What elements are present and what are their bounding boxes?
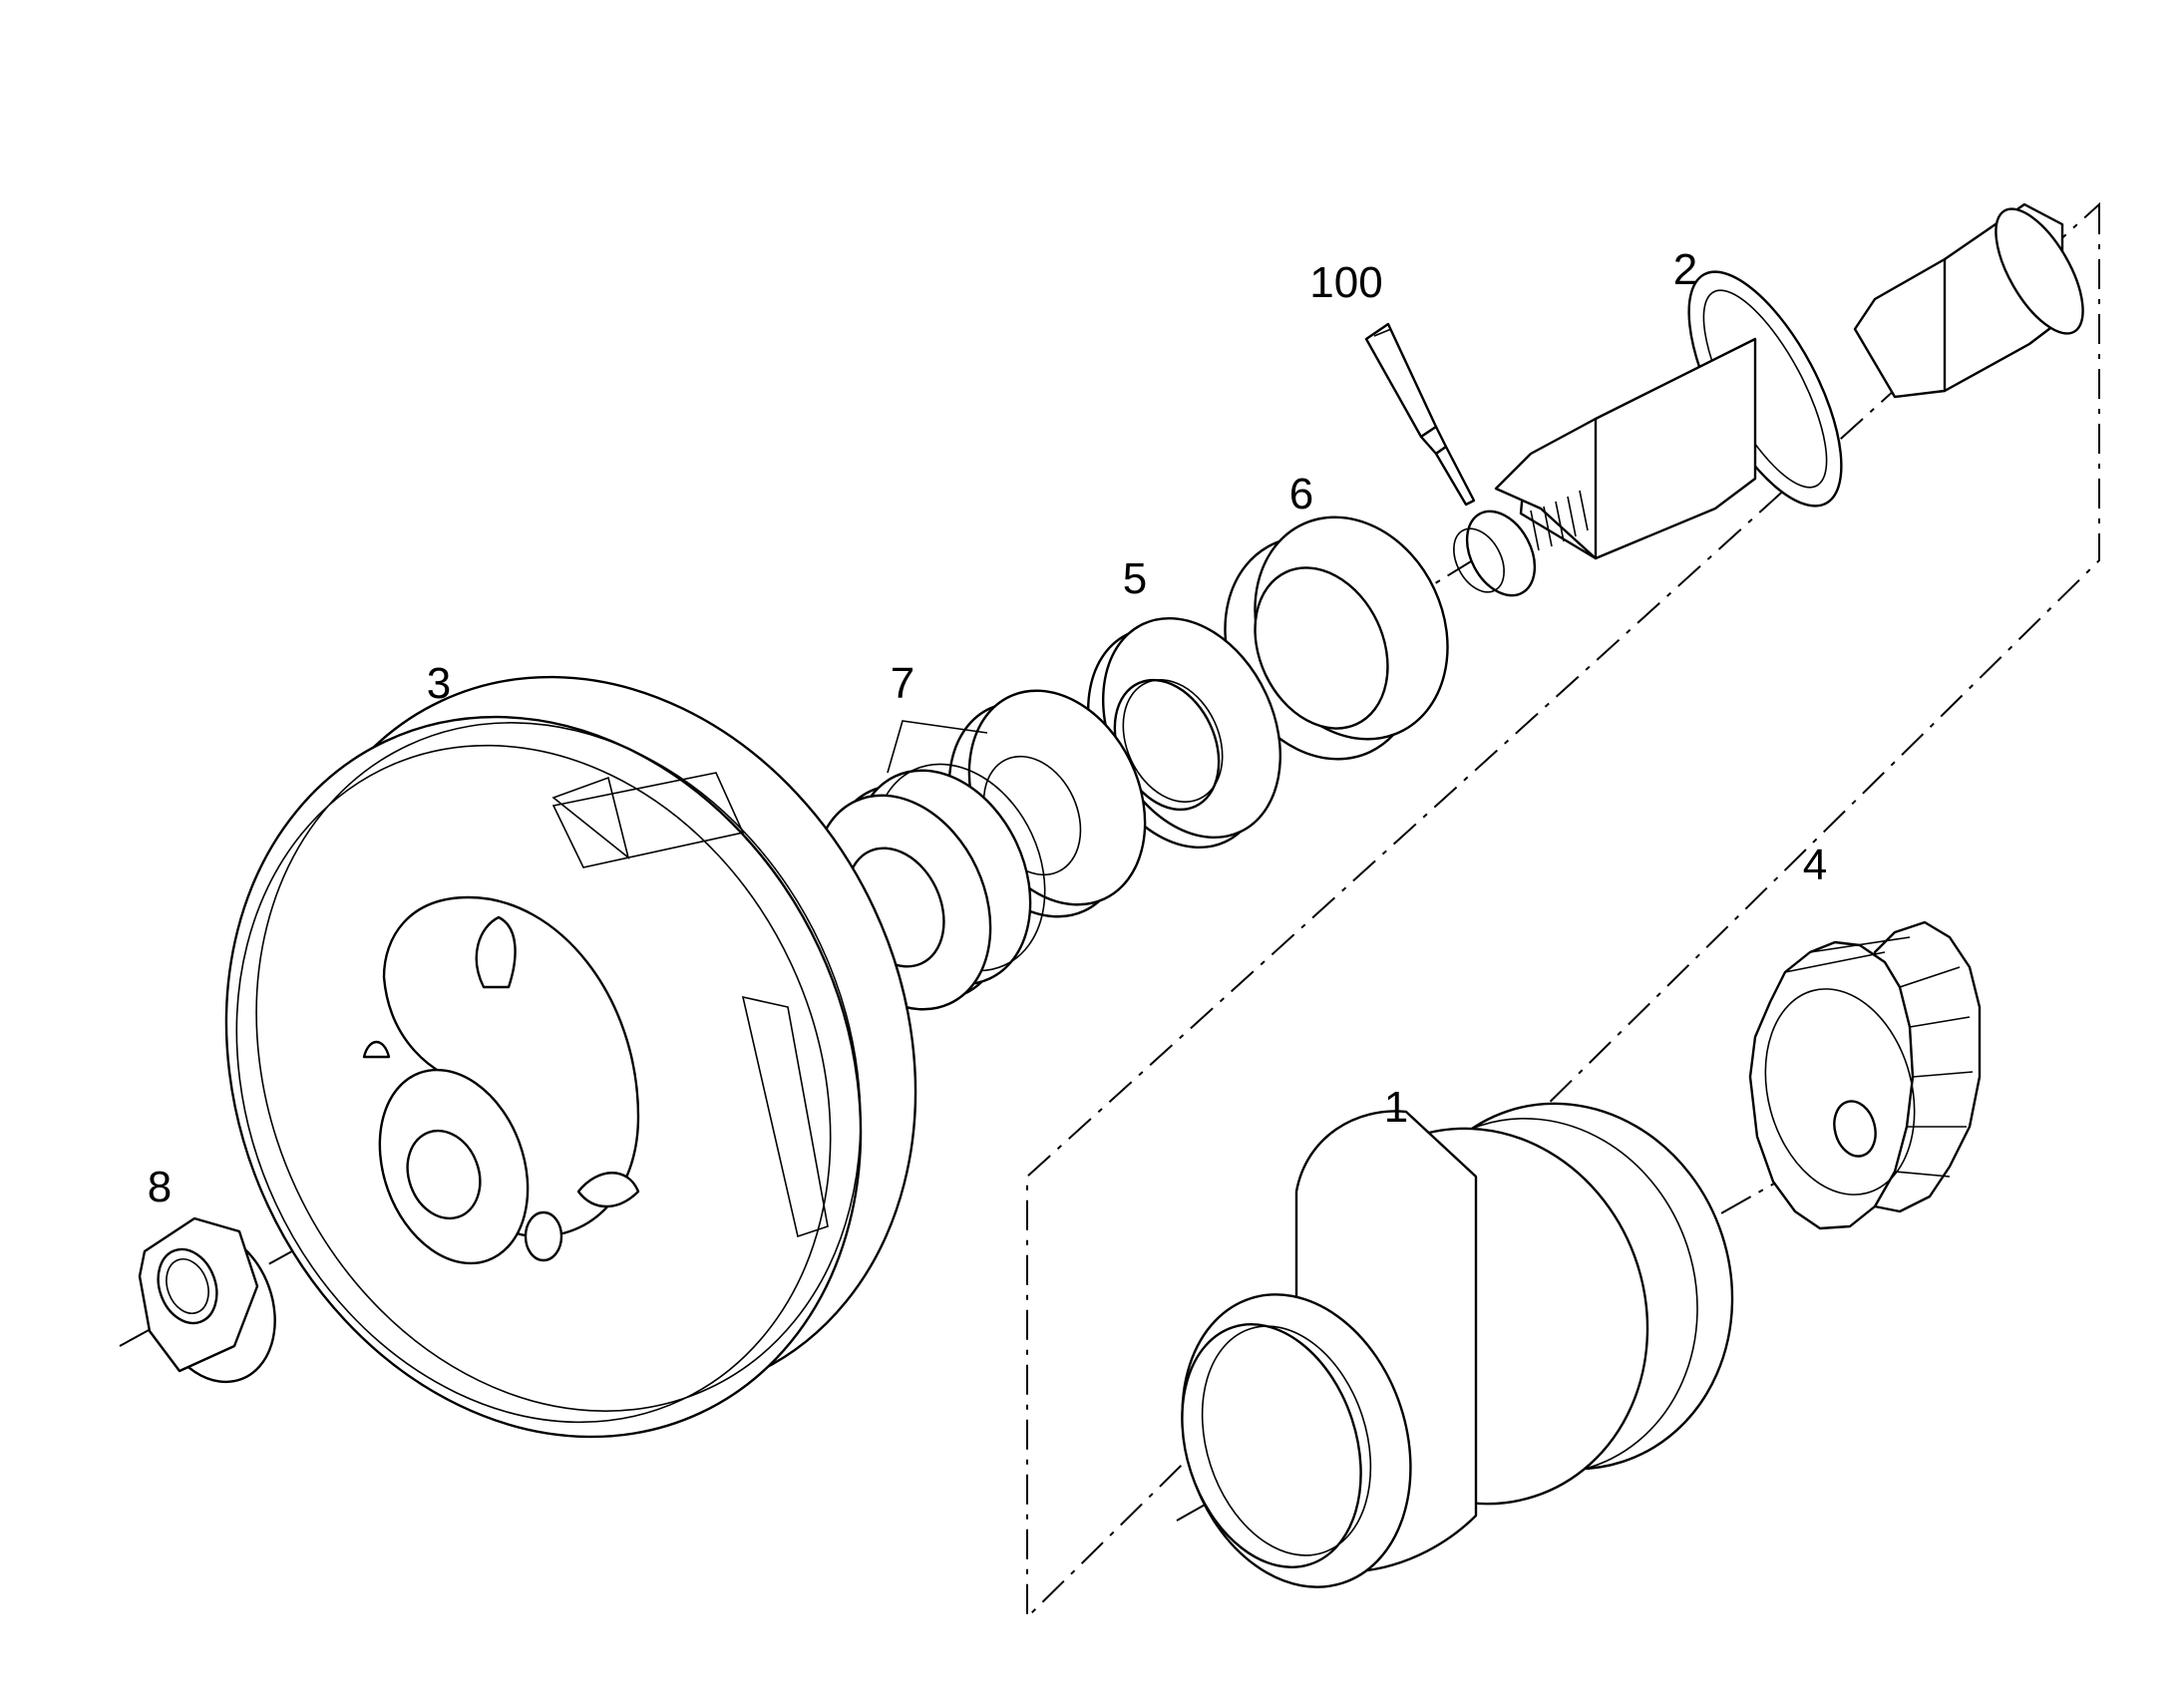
part-8-flange-nut[interactable] <box>134 1213 295 1399</box>
callout-part-7: 7 <box>891 659 914 708</box>
callout-part-100: 100 <box>1309 258 1382 307</box>
callout-part-5: 5 <box>1123 554 1147 603</box>
callout-part-2: 2 <box>1673 245 1697 294</box>
part-4-helical-gear[interactable] <box>1743 920 1982 1230</box>
part-6-spacer-ring[interactable] <box>1190 486 1483 791</box>
callout-part-8: 8 <box>148 1163 172 1211</box>
callout-part-4: 4 <box>1803 841 1827 889</box>
part-100-sealant-tube-icon <box>1364 322 1476 507</box>
callout-part-3: 3 <box>427 659 451 708</box>
part-3-pulley[interactable] <box>111 572 1030 1541</box>
callout-part-1: 1 <box>1384 1083 1408 1132</box>
part-2-shaft[interactable] <box>1444 195 2100 606</box>
callout-part-6: 6 <box>1289 470 1313 518</box>
subassembly-frame <box>1026 201 2100 1620</box>
part-1-housing[interactable] <box>1146 1060 1779 1617</box>
